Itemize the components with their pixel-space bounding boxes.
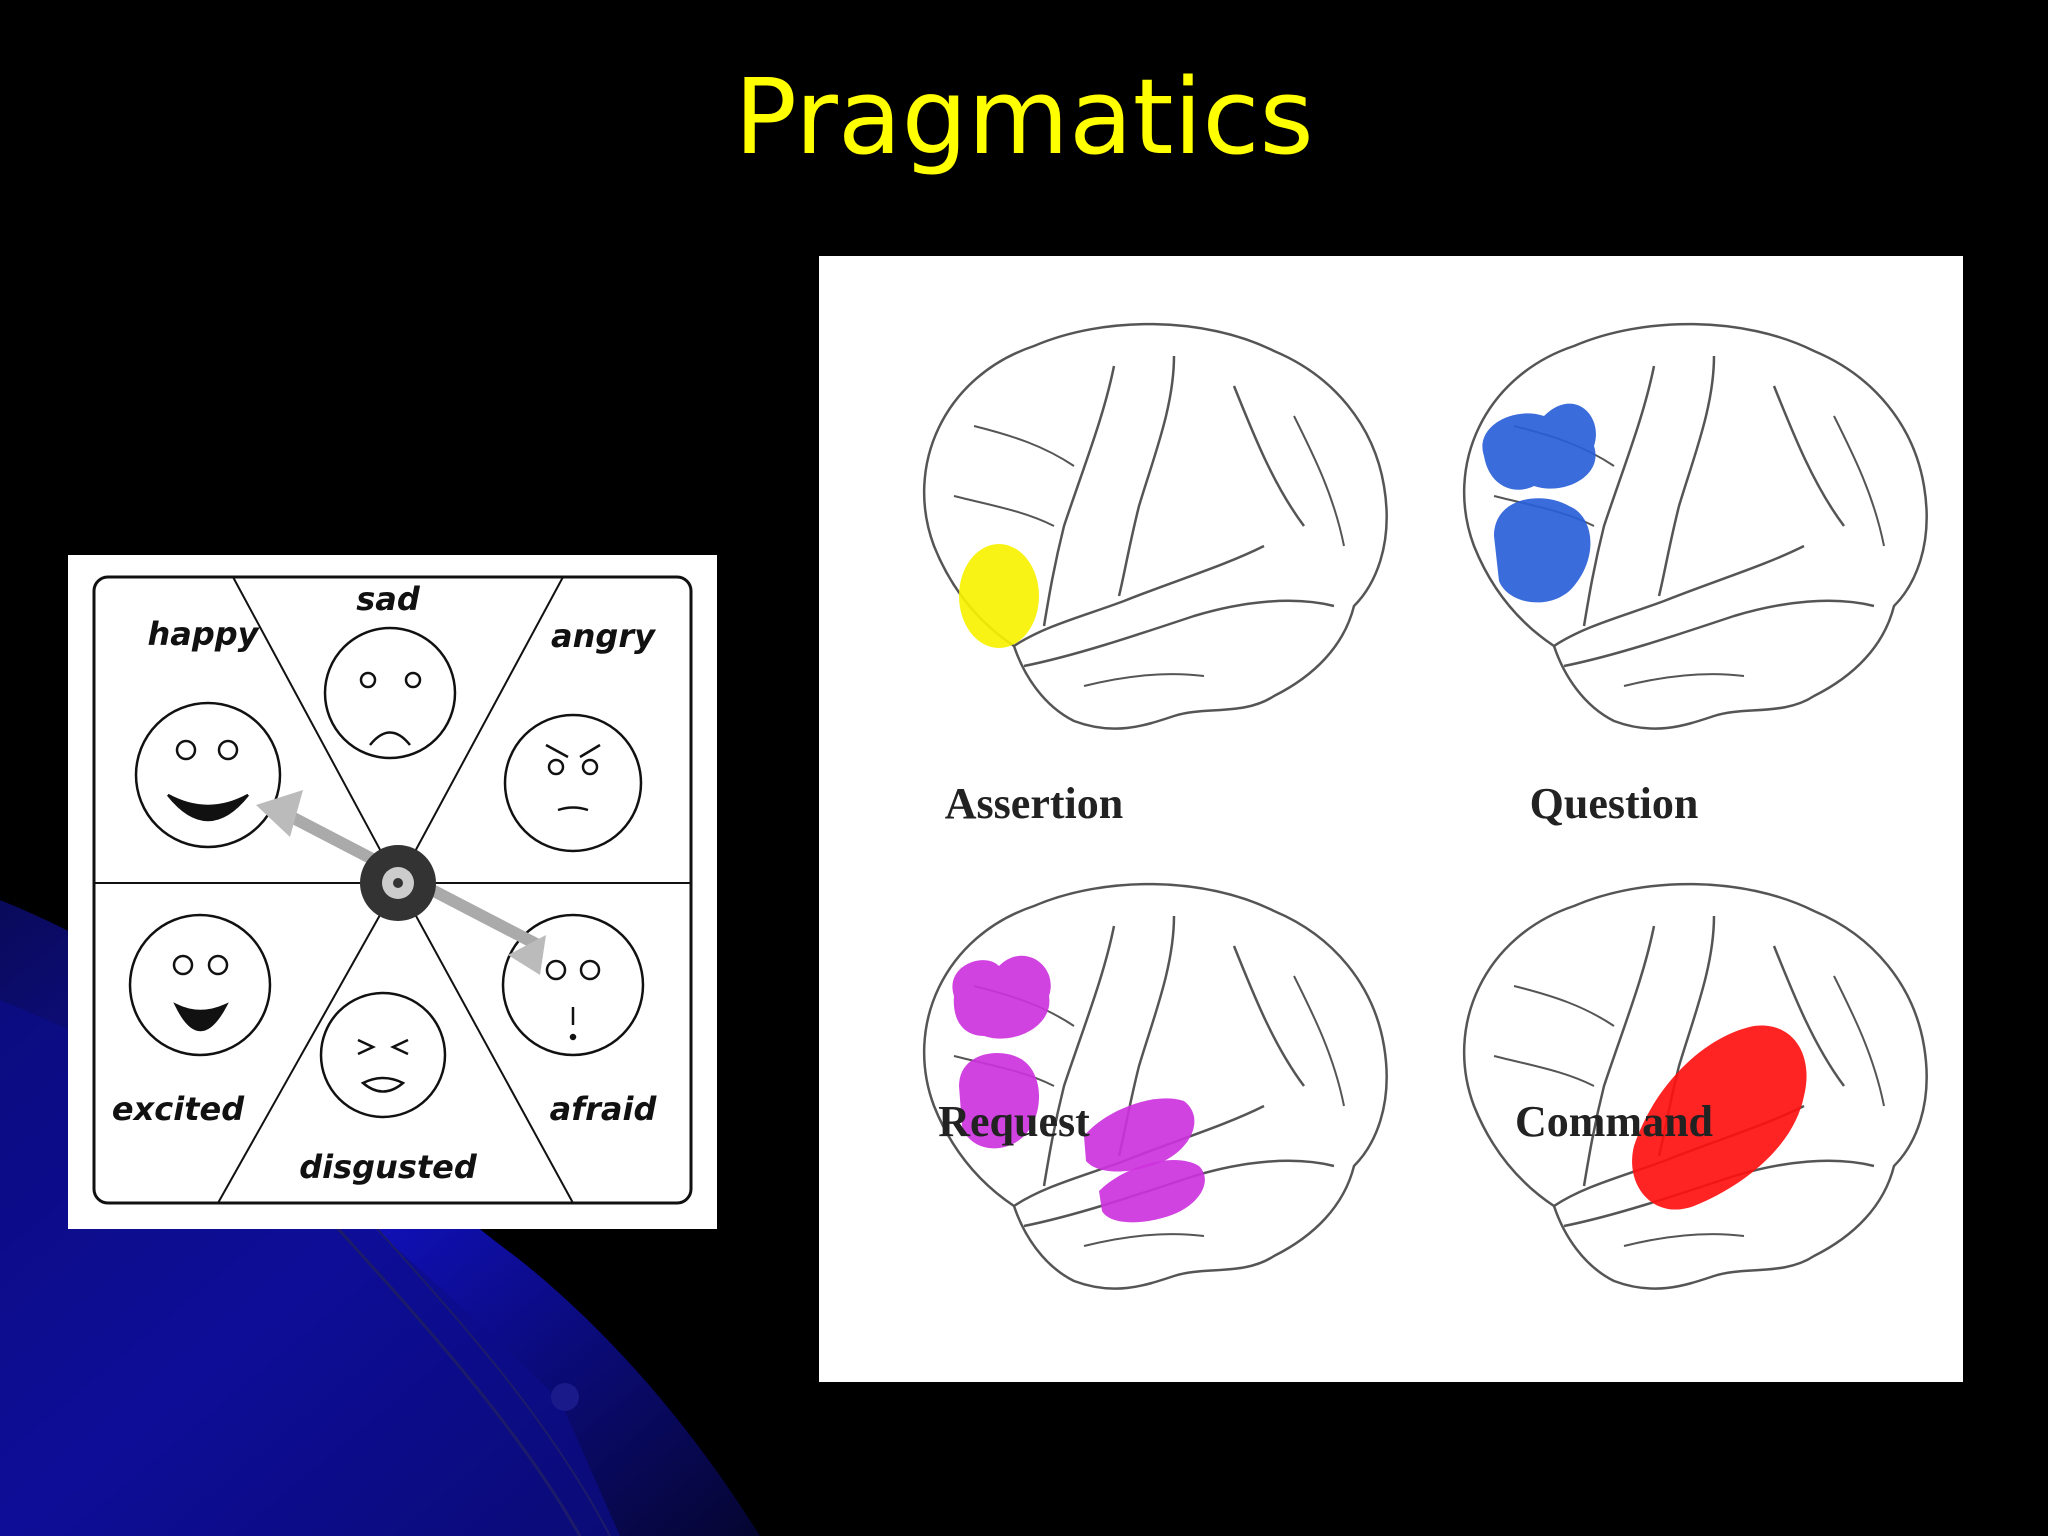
spinner-arrow-icon [256,790,546,975]
label-afraid: afraid [550,1090,658,1128]
label-disgusted: disgusted [299,1148,478,1186]
brain-panel-assertion: Assertion [922,322,1388,828]
label-sad: sad [356,580,421,618]
label-command: Command [1515,1097,1713,1146]
brain-panel-command: Command [1462,882,1928,1290]
sad-face-icon [323,626,457,760]
slide-title: Pragmatics [734,56,1314,178]
command-highlight [1632,1025,1807,1210]
request-highlight-4 [1099,1160,1205,1223]
label-question: Question [1530,779,1699,828]
brain-activation-figure: Assertion Question Request Command [819,256,1963,1382]
label-excited: excited [112,1090,245,1128]
excited-face-icon [128,913,272,1057]
happy-face-icon [134,701,282,849]
assertion-highlight [959,544,1039,648]
label-happy: happy [147,615,259,653]
question-highlight-lower [1494,498,1591,603]
brain-panel-question: Question [1462,322,1928,828]
label-assertion: Assertion [945,779,1123,828]
label-angry: angry [551,617,656,655]
question-highlight-upper [1482,403,1596,490]
request-highlight-3 [1084,1098,1195,1172]
request-highlight-2 [959,1053,1039,1149]
emotion-wheel-image: happy sad angry excited disgusted afraid [68,555,717,1229]
brain-panel-request: Request [922,882,1388,1290]
angry-face-icon [503,713,643,853]
disgusted-face-icon [319,991,447,1119]
label-request: Request [938,1097,1090,1146]
bullet-dot-icon [551,1383,579,1411]
request-highlight-1 [952,955,1051,1039]
